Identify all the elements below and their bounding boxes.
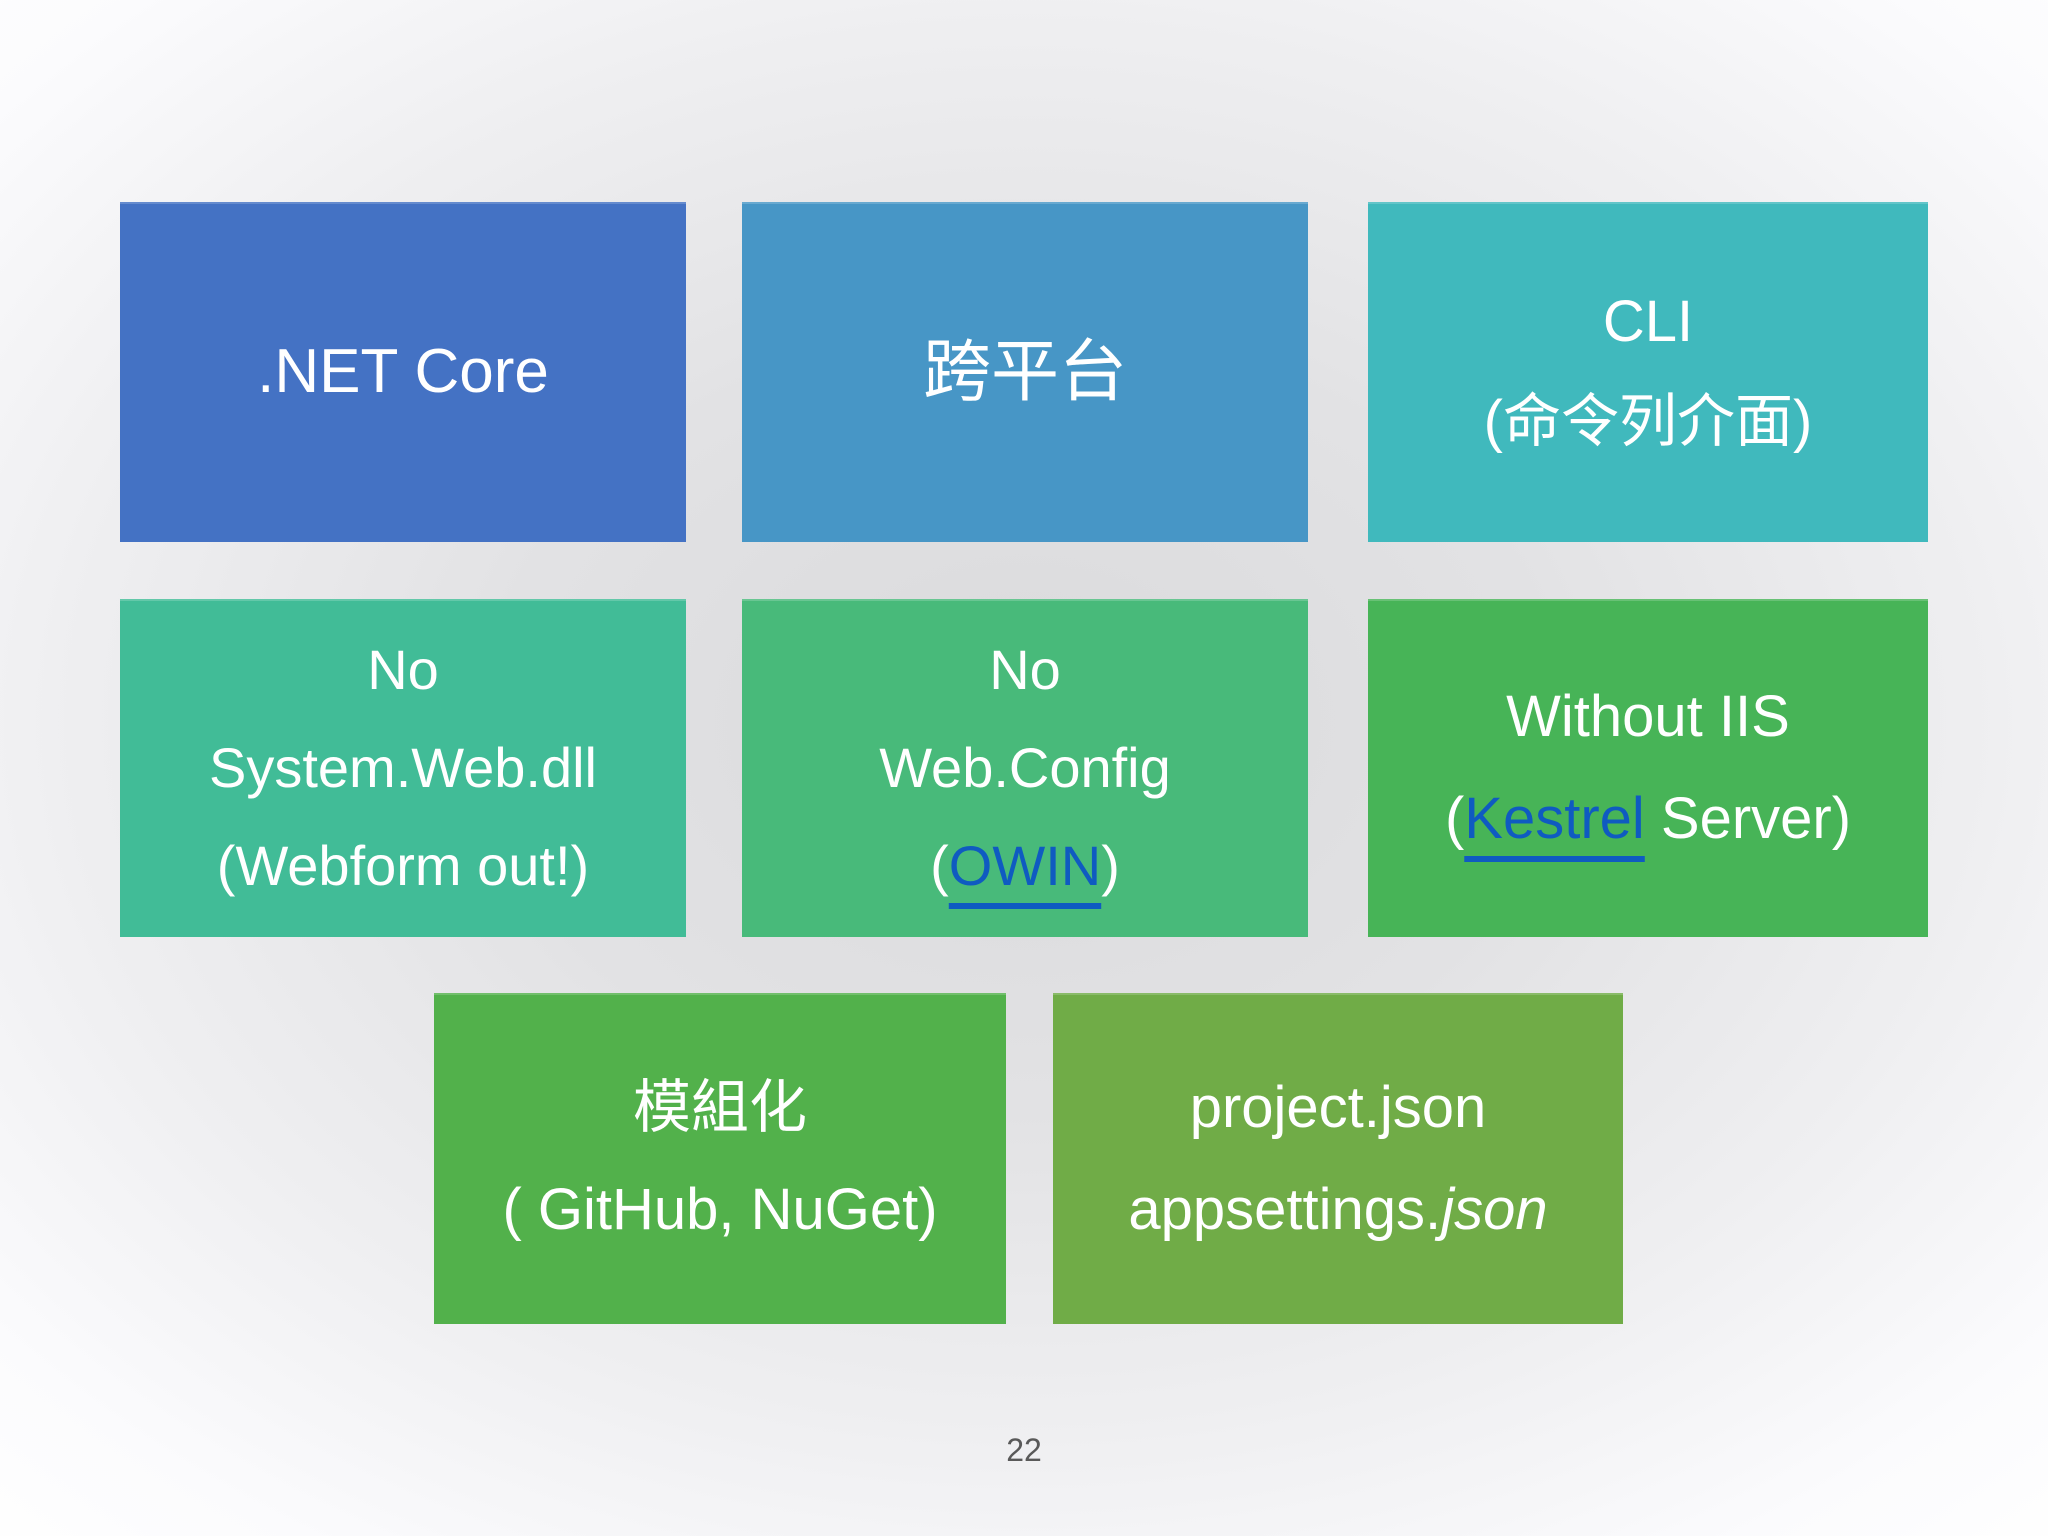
- owin-link[interactable]: OWIN: [948, 834, 1102, 897]
- no-system-web-line3: (Webform out!): [216, 834, 590, 897]
- box-config-files: project.json appsettings.json: [1053, 993, 1623, 1324]
- cli-line1: CLI: [1602, 289, 1694, 354]
- no-system-web-line1: No: [367, 638, 439, 701]
- no-web-config-line1: No: [989, 638, 1061, 701]
- modular-line1: 模組化: [632, 1074, 807, 1140]
- box-cross-platform: 跨平台: [742, 202, 1308, 542]
- net-core-label: .NET Core: [257, 336, 549, 406]
- paren-open: (: [1444, 786, 1465, 851]
- box-without-iis: Without IIS (Kestrel Server): [1368, 599, 1928, 937]
- server-suffix: Server): [1644, 786, 1852, 851]
- box-no-web-config: No Web.Config (OWIN): [742, 599, 1308, 937]
- no-system-web-line2: System.Web.dll: [209, 736, 597, 799]
- cli-line2: (命令列介面): [1483, 389, 1813, 454]
- without-iis-line1: Without IIS: [1506, 684, 1790, 749]
- cross-platform-label: 跨平台: [922, 333, 1127, 410]
- no-web-config-line3: (OWIN): [930, 817, 1120, 915]
- paren-open: (: [930, 834, 949, 897]
- config-files-line2: appsettings.json: [1128, 1159, 1547, 1261]
- without-iis-line2: (Kestrel Server): [1445, 768, 1851, 870]
- appsettings-normal: appsettings.: [1128, 1176, 1442, 1242]
- modular-line2: ( GitHub, NuGet): [502, 1176, 938, 1242]
- box-no-system-web-dll: No System.Web.dll (Webform out!): [120, 599, 686, 937]
- box-modular: 模組化 ( GitHub, NuGet): [434, 993, 1006, 1324]
- config-files-line1: project.json: [1189, 1074, 1487, 1140]
- box-net-core: .NET Core: [120, 202, 686, 542]
- kestrel-link[interactable]: Kestrel: [1464, 786, 1645, 851]
- box-cli: CLI (命令列介面): [1368, 202, 1928, 542]
- no-web-config-line2: Web.Config: [879, 736, 1171, 799]
- appsettings-json-italic: json: [1441, 1176, 1548, 1242]
- paren-close: ): [1101, 834, 1120, 897]
- page-number: 22: [1006, 1432, 1042, 1468]
